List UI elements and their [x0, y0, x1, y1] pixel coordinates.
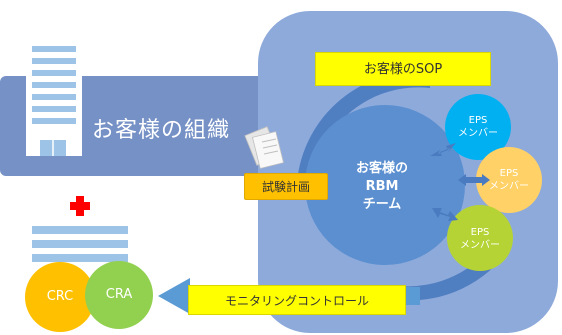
- rbm-team-line2: RBM: [365, 179, 399, 194]
- eps-member-label-2: EPS メンバー: [483, 167, 535, 193]
- cra-label: CRA: [105, 287, 133, 302]
- exchange-arrow-1: [430, 143, 456, 156]
- exchange-arrow-3: [432, 208, 458, 221]
- eps-member-circle-1: [445, 94, 511, 160]
- cra-circle: [85, 261, 153, 329]
- crc-circle: [25, 262, 95, 332]
- eps-member-label-1: EPS メンバー: [452, 114, 504, 140]
- rbm-team-line1: お客様の: [355, 161, 408, 176]
- trial-plan-box: 試験計画: [244, 173, 328, 200]
- exchange-arrow-2: [458, 174, 490, 186]
- document-icon: [244, 126, 284, 169]
- office-building-icon: [26, 38, 82, 156]
- eps-member-3-line1: EPS: [470, 227, 490, 238]
- eps-member-1-line1: EPS: [468, 115, 488, 126]
- eps-member-label-3: EPS メンバー: [454, 226, 506, 252]
- sop-box: お客様のSOP: [315, 52, 491, 86]
- eps-member-2-line2: メンバー: [489, 181, 529, 192]
- monitoring-control-box: モニタリングコントロール: [188, 285, 406, 315]
- eps-member-circle-3: [447, 205, 513, 271]
- eps-member-3-line2: メンバー: [460, 240, 500, 251]
- eps-member-1-line2: メンバー: [458, 128, 498, 139]
- rbm-team-circle: [305, 105, 465, 265]
- cycle-arc-lower: [400, 240, 510, 301]
- eps-member-circle-2: [476, 147, 542, 213]
- eps-member-2-line1: EPS: [499, 168, 519, 179]
- rbm-team-label: お客様の RBM チーム: [342, 160, 422, 214]
- customer-org-label: お客様の組織: [92, 118, 231, 143]
- crc-label: CRC: [46, 289, 74, 304]
- rbm-team-line3: チーム: [362, 197, 402, 212]
